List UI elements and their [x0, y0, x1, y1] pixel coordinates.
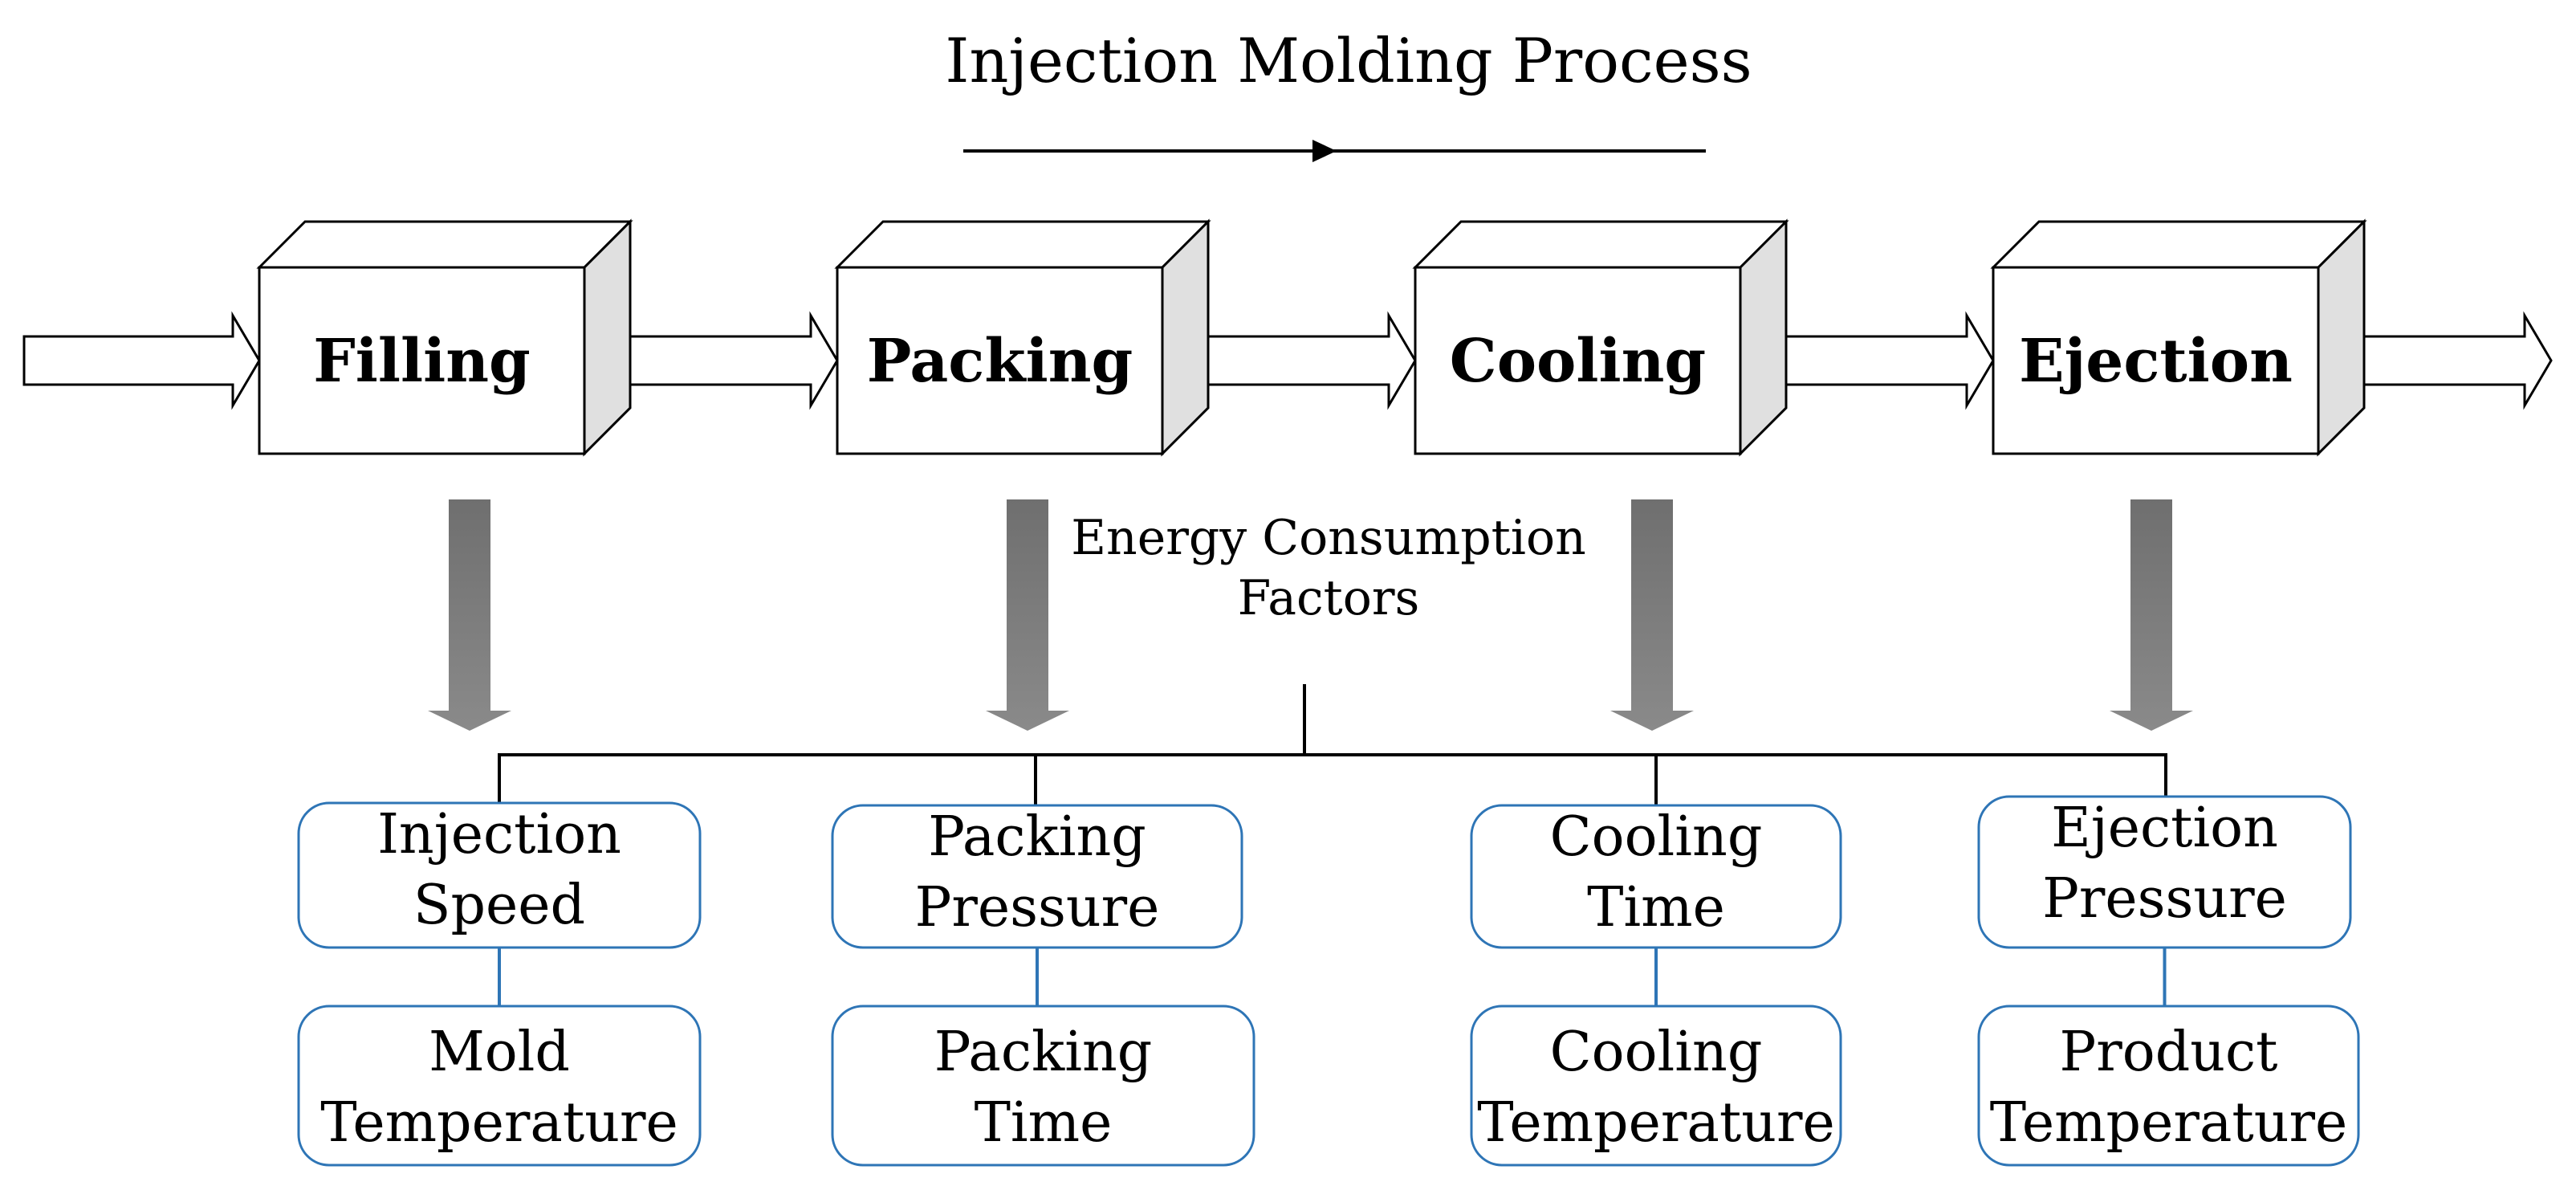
factor-primary-text: Ejection — [2051, 797, 2278, 860]
factor-primary-text: Pressure — [915, 876, 1160, 939]
factor-secondary-text: Temperature — [1477, 1091, 1835, 1155]
process-direction-arrow — [963, 140, 1706, 162]
energy-factors-label-line2: Factors — [1238, 570, 1420, 626]
down-arrows — [428, 499, 2193, 731]
factor-secondary-box — [297, 1005, 702, 1167]
stage-ejection: Ejection — [1990, 218, 2367, 457]
factor-primary-text: Cooling — [1550, 805, 1763, 869]
factor-secondary-text: Time — [975, 1091, 1113, 1155]
stage-label: Packing — [867, 327, 1133, 396]
factor-primary-box — [297, 801, 702, 949]
process-stages: Filling Packing Cooling Ejection — [256, 218, 2367, 457]
factor-secondary-text: Packing — [934, 1021, 1153, 1084]
factor-secondary-text: Product — [2060, 1021, 2278, 1084]
factor-primary-text: Pressure — [2042, 867, 2287, 931]
stage-cube-front — [1414, 266, 1742, 455]
factor-primary-box — [1470, 804, 1842, 949]
stage-cube-front — [1992, 266, 2320, 455]
down-arrow — [986, 499, 1069, 731]
stage-cooling: Cooling — [1412, 218, 1789, 457]
stage-label: Filling — [313, 327, 531, 396]
factor-primary-text: Time — [1587, 876, 1725, 939]
flow-arrow — [22, 311, 261, 410]
factor-secondary-box — [831, 1005, 1255, 1167]
stage-cube-front — [258, 266, 586, 455]
stage-label: Cooling — [1450, 327, 1706, 396]
factor-primary-text: Speed — [413, 874, 585, 937]
factor-secondary-text: Temperature — [320, 1091, 678, 1155]
factor-primary-box — [1977, 795, 2352, 949]
stage-label: Ejection — [2019, 327, 2293, 396]
factor-tree-connector — [498, 684, 2167, 805]
flow-arrows — [22, 311, 2553, 410]
stage-packing: Packing — [834, 218, 1211, 457]
down-arrow — [1610, 499, 1694, 731]
down-arrow — [428, 499, 511, 731]
energy-factors-label-line1: Energy Consumption — [1071, 510, 1585, 566]
factor-primary-text: Packing — [928, 805, 1146, 869]
down-arrow — [2110, 499, 2193, 731]
factor-secondary-text: Mold — [429, 1021, 570, 1084]
factor-groups: InjectionSpeedMoldTemperaturePackingPres… — [297, 795, 2360, 1167]
factor-secondary-text: Temperature — [1990, 1091, 2348, 1155]
stage-cube-front — [836, 266, 1164, 455]
stage-cube-top — [1412, 220, 1789, 269]
factor-primary-text: Injection — [377, 803, 621, 866]
factor-primary-box — [831, 804, 1243, 949]
factor-secondary-text: Cooling — [1550, 1021, 1763, 1084]
factor-secondary-box — [1470, 1005, 1842, 1167]
stage-cube-top — [256, 220, 633, 269]
stage-cube-top — [1990, 220, 2367, 269]
factor-secondary-box — [1977, 1005, 2360, 1167]
stage-cube-top — [834, 220, 1211, 269]
diagram-title: Injection Molding Process — [945, 25, 1752, 96]
stage-filling: Filling — [256, 218, 633, 457]
